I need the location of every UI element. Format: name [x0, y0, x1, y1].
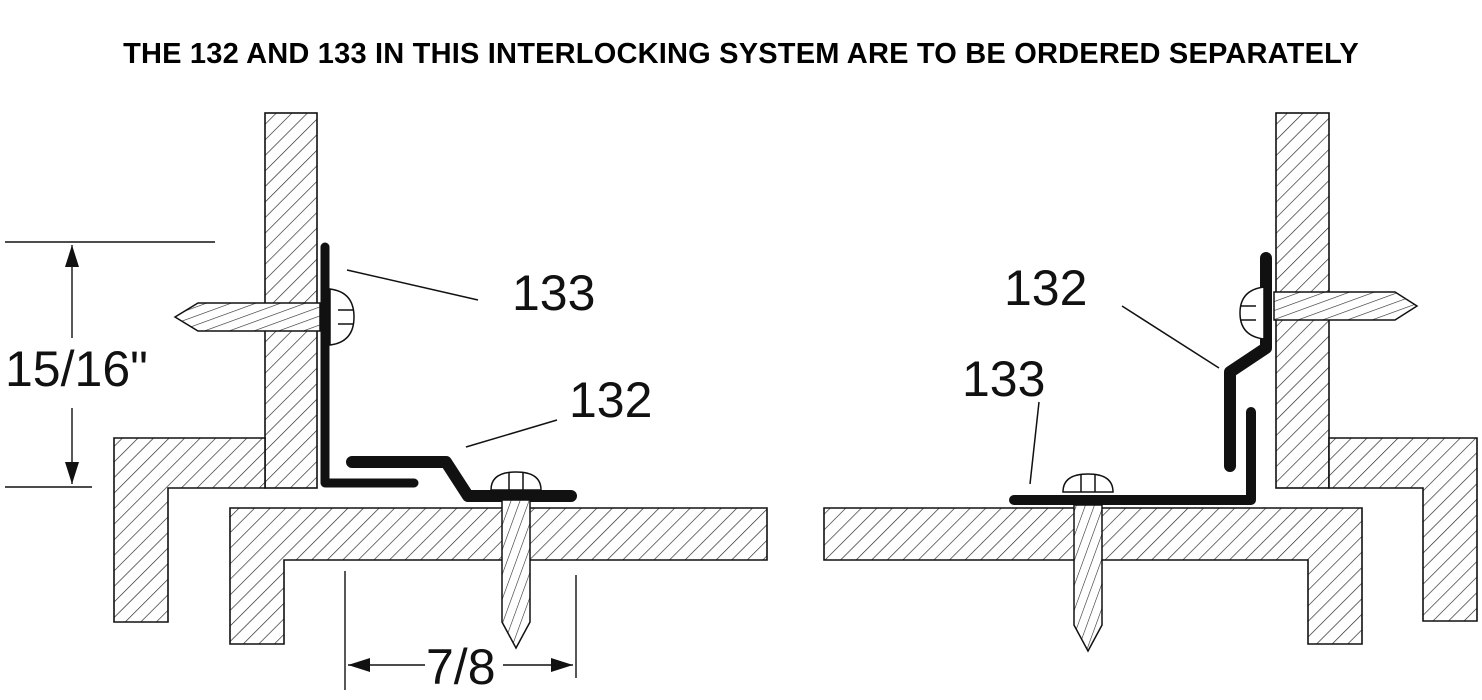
left-vertical-dimension: [5, 241, 215, 488]
right-horizontal-screw: [1239, 286, 1419, 340]
right-strip-132: [1224, 252, 1272, 472]
left-horizontal-screw: [173, 288, 355, 346]
left-view: 133 132 15/16" 7/8: [5, 112, 768, 695]
left-frame-section: [113, 437, 266, 623]
right-label-133: 133: [962, 351, 1045, 407]
right-door-section: [823, 507, 1363, 645]
right-frame-section: [1328, 437, 1478, 622]
left-strip-133: [320, 242, 419, 488]
left-horizontal-dimension: [344, 571, 577, 690]
right-vertical-screw: [1062, 473, 1114, 653]
right-label-132: 132: [1004, 260, 1087, 316]
dimension-horizontal-label: 7/8: [426, 639, 496, 695]
right-strip-133: [1009, 407, 1256, 505]
left-door-section: [229, 507, 768, 645]
left-label-132: 132: [569, 372, 652, 428]
left-strip-132: [346, 456, 577, 502]
diagram-title: THE 132 AND 133 IN THIS INTERLOCKING SYS…: [123, 38, 1359, 70]
left-upper-jamb: [264, 112, 318, 489]
dimension-vertical-label: 15/16": [5, 341, 148, 397]
left-label-133: 133: [512, 265, 595, 321]
left-vertical-screw: [490, 471, 542, 650]
right-view: 132 133: [823, 112, 1478, 653]
